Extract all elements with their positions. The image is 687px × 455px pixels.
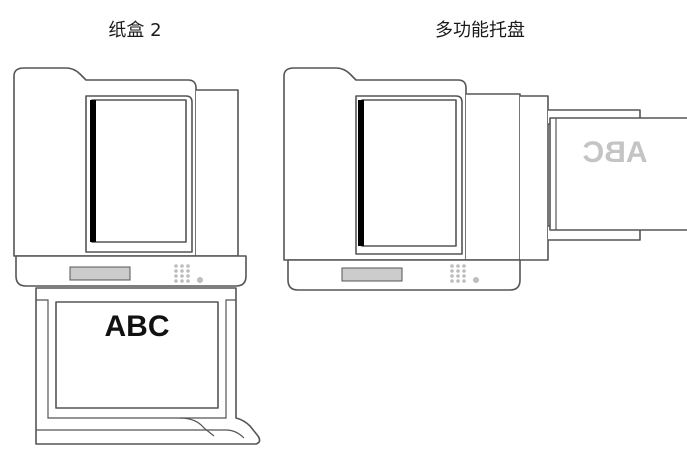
control-panel-display-icon <box>69 266 131 281</box>
caption-paper-drawer-2: 纸盒 2 <box>108 20 162 41</box>
paper-text-left: ABC <box>105 310 170 343</box>
caption-multipurpose-tray: 多功能托盘 <box>435 20 525 41</box>
paper-text-right: ABC <box>583 136 648 169</box>
paper-sheet-icon <box>55 301 219 409</box>
printer-left-icon: ABC <box>13 67 261 445</box>
scan-bar-icon <box>90 100 96 242</box>
control-panel-display-icon <box>341 267 403 282</box>
printer-right-icon: ABC <box>283 67 687 291</box>
keypad-icon <box>450 264 479 283</box>
scan-bar-icon <box>358 100 364 246</box>
keypad-icon <box>174 264 203 283</box>
tray-paper-sheet-icon <box>549 117 687 231</box>
